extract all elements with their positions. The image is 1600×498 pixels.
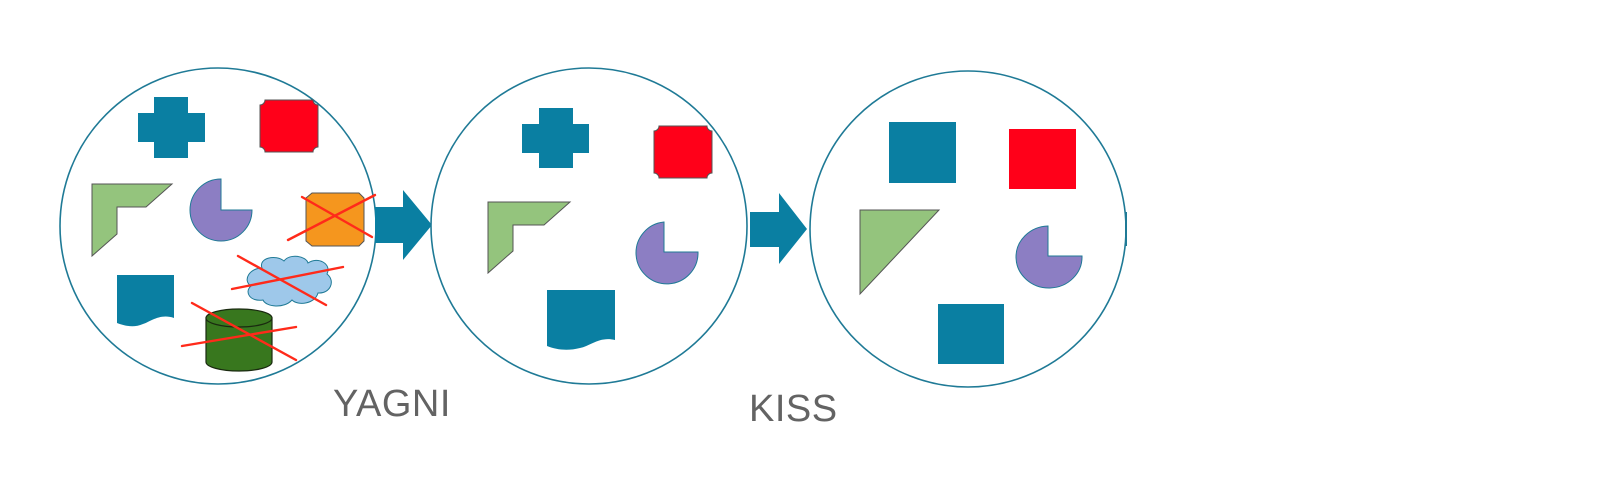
strike-cylinder-2 [180, 325, 298, 348]
notched-square-red-2 [653, 125, 713, 179]
cross-shape-2 [522, 108, 589, 168]
strike-cloud-2 [230, 265, 345, 291]
corner-bracket-green-2 [487, 201, 572, 275]
notched-square-red [259, 99, 319, 153]
strike-orange-1 [300, 195, 374, 239]
label-yagni: YAGNI [333, 383, 451, 425]
pie-purple-3 [1015, 225, 1083, 289]
strike-orange-2 [286, 193, 377, 242]
stage-after-yagni [430, 67, 748, 385]
square-red [1009, 129, 1076, 189]
notched-rectangle-orange [305, 192, 365, 247]
pie-purple-2 [635, 221, 699, 285]
corner-bracket-green [91, 183, 174, 258]
arrow-kiss [750, 193, 807, 264]
stage-after-kiss [809, 70, 1127, 388]
document-teal-2 [547, 290, 615, 350]
square-teal-top [889, 122, 956, 183]
arrow-yagni [375, 190, 432, 260]
cross-shape [138, 97, 205, 158]
square-teal-bottom [938, 304, 1004, 364]
triangle-green [859, 209, 941, 296]
strike-cylinder-1 [190, 301, 298, 362]
strike-marks [180, 193, 377, 362]
pie-purple [189, 178, 253, 242]
label-kiss: KISS [749, 388, 838, 430]
cylinder-top [205, 308, 273, 328]
stage-before [59, 67, 377, 385]
document-teal [117, 275, 174, 327]
strike-cloud-1 [236, 254, 328, 307]
cloud-light-blue [246, 255, 332, 307]
cylinder-dark-green [205, 308, 273, 372]
cylinder-body [205, 317, 273, 372]
